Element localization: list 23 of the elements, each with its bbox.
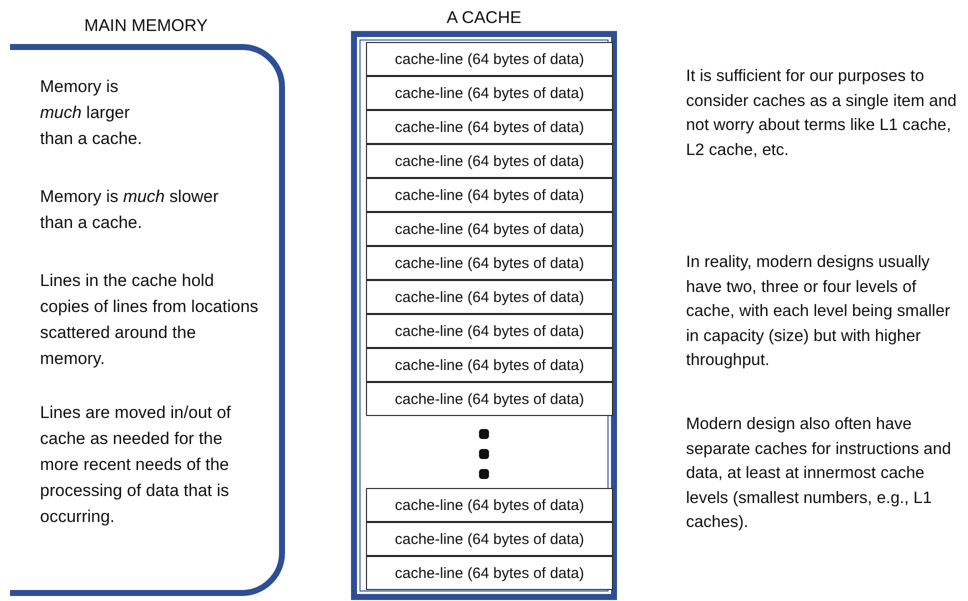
paragraph-text: Memory is much larger than a cache. [40,76,144,150]
paragraph-text: Lines in the cache hold copies of lines from locations scattered around the memory. [40,270,260,370]
cache-line-row: cache-line (64 bytes of data) [366,110,613,144]
cache-line-row: cache-line (64 bytes of data) [366,488,613,522]
cache-line-row: cache-line (64 bytes of data) [366,42,613,76]
paragraph-text: Memory is much slower than a cache. [40,186,220,234]
cache-line-row: cache-line (64 bytes of data) [366,382,613,416]
panel-heading: MAIN MEMORY [83,16,209,36]
cache-line-row: cache-line (64 bytes of data) [366,556,613,590]
cache-line-row: cache-line (64 bytes of data) [366,522,613,556]
cache-line-row: cache-line (64 bytes of data) [366,348,613,382]
cache-line-row: cache-line (64 bytes of data) [366,246,613,280]
cache-line-row: cache-line (64 bytes of data) [366,144,613,178]
cache-line-row: cache-line (64 bytes of data) [366,314,613,348]
panel-heading: A CACHE [446,8,522,28]
note-text: Modern design also often have separate caches for instructions and data, at least at innermost cache levels (smallest numbers, e.g., L1 caches). [686,414,952,533]
cache-line-row: cache-line (64 bytes of data) [366,76,613,110]
note-text: In reality, modern designs usually have two, three or four levels of cache, with each level being smaller in capacity (size) but with higher throughput. [686,252,952,371]
paragraph-text: Lines are moved in/out of cache as needed for the more recent needs of the processing of data that is occurring. [40,402,232,528]
note-text: It is sufficient for our purposes to consider caches as a single item and not worry about terms like L1 cache, L2 cache, etc. [686,66,958,160]
cache-line-row: cache-line (64 bytes of data) [366,280,613,314]
cache-line-row: cache-line (64 bytes of data) [366,178,613,212]
cache-line-row: cache-line (64 bytes of data) [366,212,613,246]
